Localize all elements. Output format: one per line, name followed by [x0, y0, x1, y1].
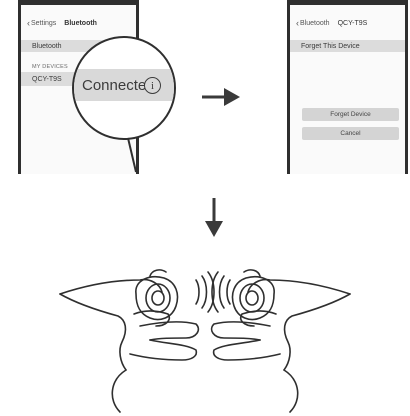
forget-this-device-row[interactable]: Forget This Device	[290, 40, 405, 52]
nav-title: Bluetooth	[64, 19, 97, 27]
sound-waves-left-icon	[195, 271, 215, 313]
magnifier-handle	[127, 137, 137, 173]
arrow-down-icon	[205, 198, 223, 237]
hands-illustration	[59, 269, 351, 413]
arrow-right-icon	[202, 88, 240, 106]
connected-status: Connected	[82, 76, 155, 94]
bluetooth-row-label: Bluetooth	[32, 42, 62, 50]
right-hand	[210, 278, 351, 413]
nav-bar: ‹ Settings Bluetooth	[21, 16, 136, 30]
chevron-left-icon: ‹	[27, 17, 30, 28]
back-label: Bluetooth	[300, 19, 330, 27]
cancel-button[interactable]: Cancel	[302, 127, 399, 140]
phone-frame-top	[290, 0, 405, 5]
back-button[interactable]: ‹ Settings	[27, 17, 57, 28]
device-name: QCY-T9S	[32, 75, 62, 83]
section-my-devices: MY DEVICES	[32, 64, 68, 70]
phone-frame-top	[21, 0, 136, 5]
back-label: Settings	[31, 19, 57, 27]
back-button[interactable]: ‹ Bluetooth	[296, 17, 330, 28]
left-earbud	[135, 269, 179, 321]
nav-bar: ‹ Bluetooth QCY-T9S	[290, 16, 405, 30]
forget-row-label: Forget This Device	[301, 42, 360, 50]
left-hand	[59, 278, 200, 413]
forget-device-button[interactable]: Forget Device	[302, 108, 399, 121]
cancel-button-label: Cancel	[340, 130, 361, 137]
phone-device-detail: ‹ Bluetooth QCY-T9S Forget This Device F…	[287, 0, 408, 174]
nav-title: QCY-T9S	[337, 19, 368, 27]
sound-waves-right-icon	[211, 271, 231, 313]
chevron-left-icon: ‹	[296, 17, 299, 28]
magnifier: Connected i	[72, 36, 176, 140]
info-icon[interactable]: i	[144, 77, 161, 94]
right-earbud	[231, 269, 275, 321]
forget-button-label: Forget Device	[330, 111, 371, 118]
